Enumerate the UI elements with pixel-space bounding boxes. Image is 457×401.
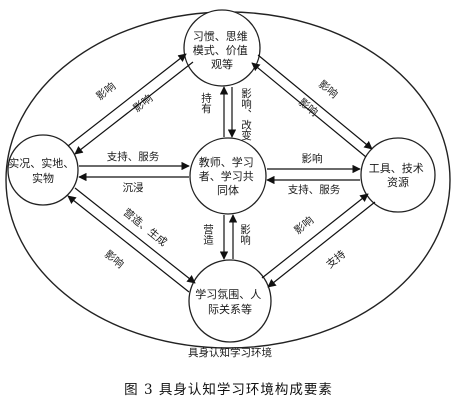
node-habits-label: 习惯、思维 模式、价值 观等: [193, 29, 252, 71]
edge-label-atmosphere-to-situations: 影响: [102, 248, 127, 271]
arrow-tools-to-habits: [251, 62, 367, 158]
edge-label-teachers-to-atmosphere: 营造: [202, 223, 214, 245]
arrow-habits-to-situations: [74, 61, 194, 155]
node-teachers-label: 教师、学习 者、学习共 同体: [199, 155, 258, 197]
arrow-habits-to-tools: [257, 54, 373, 150]
edge-label-atmosphere-to-tools: 影响: [292, 214, 317, 237]
node-atmosphere-label: 学习氛围、人 际关系等: [195, 287, 265, 316]
figure-caption: 图 3 具身认知学习环境构成要素: [124, 382, 333, 398]
edge-label-teachers-to-situations: 沉浸: [123, 181, 144, 194]
environment-label: 具身认知学习环境: [188, 346, 272, 359]
edge-label-teachers-to-habits: 持有: [200, 92, 212, 115]
edge-label-habits-to-tools: 影响: [316, 78, 341, 101]
node-situations-circle: [7, 134, 79, 206]
edge-label-tools-to-habits: 影响: [296, 96, 321, 119]
node-tools-label: 工具、技术 资源: [369, 162, 428, 189]
edge-label-tools-to-atmosphere: 支持: [324, 247, 349, 271]
node-tools-circle: [360, 137, 436, 213]
edge-label-situations-to-teachers: 支持、服务: [107, 150, 160, 163]
node-teachers-circle: [189, 137, 267, 215]
arrow-atmosphere-to-tools: [261, 193, 369, 279]
arrow-situations-to-habits: [67, 53, 187, 147]
edge-label-situations-to-habits: 影响: [94, 80, 119, 103]
edge-label-teachers-to-tools: 影响: [302, 152, 323, 165]
arrow-situations-to-atmosphere: [74, 187, 196, 284]
node-situations-label: 实况、实地、 实物: [8, 156, 78, 185]
diagram-canvas: 习惯、思维 模式、价值 观等 教师、学习 者、学习共 同体 实况、实地、 实物 …: [5, 9, 451, 359]
node-habits-circle: [183, 9, 261, 87]
edge-label-tools-to-teachers: 支持、服务: [288, 183, 341, 196]
node-atmosphere-circle: [188, 259, 272, 343]
arrow-atmosphere-to-situations: [67, 195, 190, 293]
arrow-tools-to-atmosphere: [267, 201, 376, 288]
edge-label-atmosphere-to-teachers: 影响: [239, 223, 251, 246]
edge-label-habits-to-teachers: 影响、改变: [240, 87, 252, 141]
edge-label-situations-to-atmosphere: 营造、生成: [121, 206, 170, 249]
